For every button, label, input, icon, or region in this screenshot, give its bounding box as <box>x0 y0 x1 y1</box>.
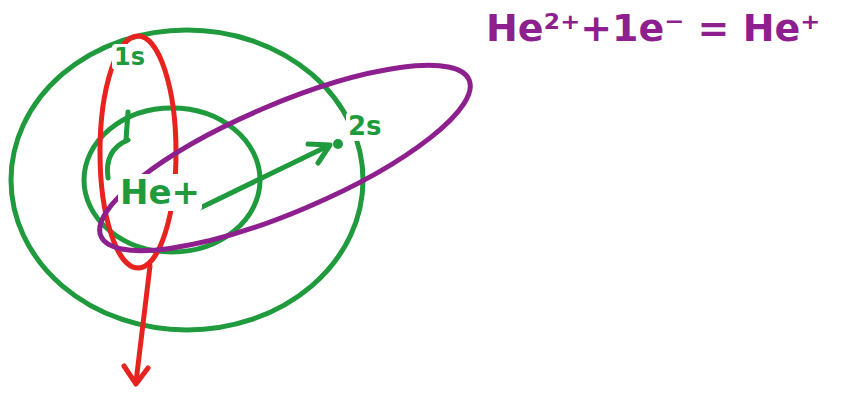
electron-drop <box>126 112 128 140</box>
equation: He²⁺+1e⁻ = He⁺ <box>484 8 822 50</box>
small-arc <box>107 140 128 178</box>
red-loop <box>100 36 176 268</box>
outer-shell <box>11 30 363 330</box>
green-arrowhead <box>308 144 330 163</box>
electron-dot <box>333 139 343 149</box>
purple-loop <box>80 30 490 286</box>
red-arrow-line <box>136 266 150 382</box>
orbital-label: 2s <box>346 112 384 141</box>
red-arrowhead <box>124 366 148 384</box>
nucleus-label: He+ <box>118 174 202 211</box>
green-arrow-line <box>200 146 328 208</box>
orbital-label: 1s <box>112 44 147 70</box>
